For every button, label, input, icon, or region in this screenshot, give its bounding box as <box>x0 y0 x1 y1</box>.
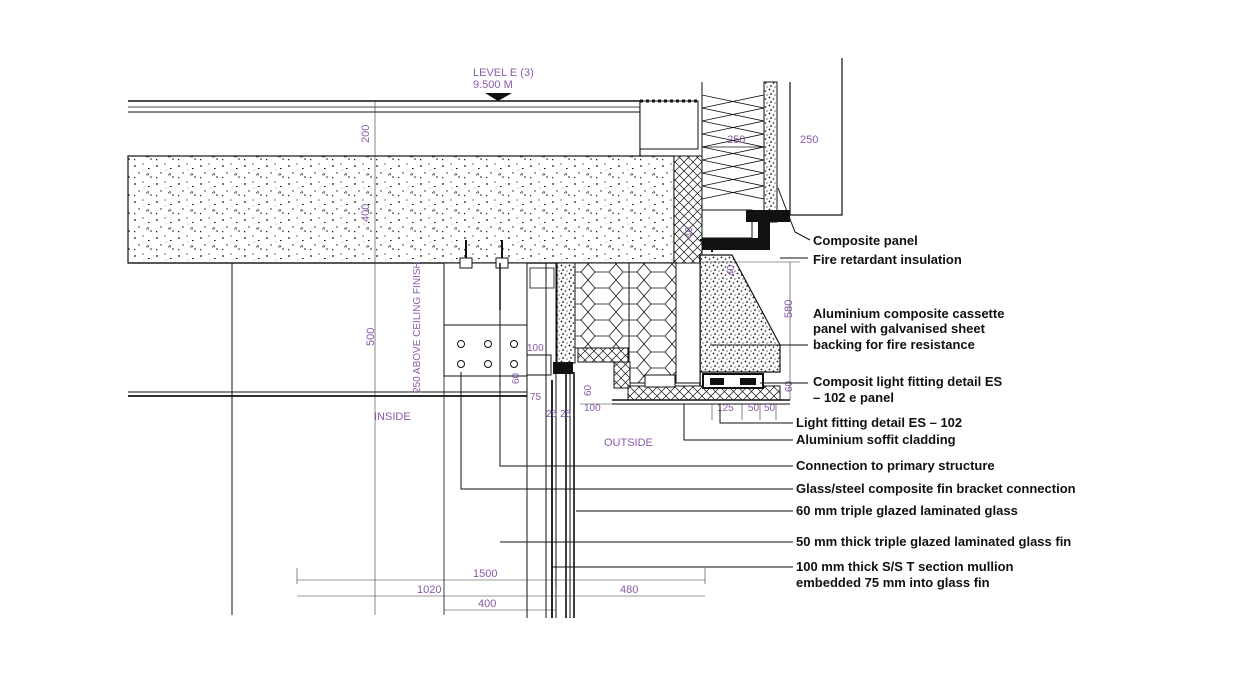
cassette-panel <box>699 254 781 373</box>
dim-ceiling-note: 250 ABOVE CEILING FINISH <box>412 261 423 393</box>
slab-edge-insulation <box>673 155 703 264</box>
callout-cassette-line1: Aluminium composite cassette <box>813 306 1004 321</box>
callout-fire-retardant-insulation: Fire retardant insulation <box>813 252 962 267</box>
dim-100-mid: 100 <box>584 403 601 414</box>
concrete-slab <box>127 155 675 264</box>
callout-composit-light-line2: – 102 e panel <box>813 390 894 405</box>
callout-mullion-line2: embedded 75 mm into glass fin <box>796 575 990 590</box>
composite-panel-bracket <box>700 209 790 252</box>
callouts: Composite panel Fire retardant insulatio… <box>796 233 1076 590</box>
soffit-insulation-strip <box>577 347 629 363</box>
dimensions: 200 400 500 250 ABOVE CEILING FINISH 100… <box>360 125 818 420</box>
dim-400-bottom: 400 <box>478 598 496 610</box>
callout-triple-glazed-glass: 60 mm triple glazed laminated glass <box>796 503 1018 518</box>
callout-soffit-cladding: Aluminium soffit cladding <box>796 432 956 447</box>
callout-cassette-line2: panel with galvanised sheet <box>813 321 986 336</box>
dim-50b: 50 <box>764 403 776 414</box>
dim-250-a: 250 <box>727 134 745 146</box>
callout-mullion-line1: 100 mm thick S/S T section mullion <box>796 559 1014 574</box>
zone-outside: OUTSIDE <box>604 437 653 449</box>
upper-panel-frame <box>776 58 843 216</box>
hex-insulation-right <box>628 262 677 384</box>
callout-composit-light-line1: Composit light fitting detail ES <box>813 374 1003 389</box>
bottom-dimension-strings: 1500 1020 480 400 <box>296 568 706 611</box>
dim-250-b: 250 <box>800 134 818 146</box>
level-name: LEVEL E (3) <box>473 67 534 79</box>
level-marker: LEVEL E (3) 9.500 M <box>473 67 534 101</box>
ceiling-line <box>128 391 527 397</box>
level-elevation: 9.500 M <box>473 79 513 91</box>
callout-light-fitting: Light fitting detail ES – 102 <box>796 415 962 430</box>
dim-25b: 25 <box>560 409 572 420</box>
dim-50a: 50 <box>748 403 760 414</box>
soffit-insulation-side <box>613 361 631 389</box>
dim-75: 75 <box>530 392 542 403</box>
callout-glass-fin: 50 mm thick triple glazed laminated glas… <box>796 534 1071 549</box>
dim-slab-400: 400 <box>360 204 372 222</box>
callout-cassette-line3: backing for fire resistance <box>813 337 975 352</box>
dim-40: 40 <box>726 264 737 276</box>
callout-fin-bracket: Glass/steel composite fin bracket connec… <box>796 481 1076 496</box>
dim-580: 580 <box>783 300 795 318</box>
dim-480: 480 <box>620 584 638 596</box>
dim-ceiling-500: 500 <box>365 328 377 346</box>
dim-small-a: 40 <box>684 226 695 238</box>
callout-primary-structure: Connection to primary structure <box>796 458 995 473</box>
dim-slab-200: 200 <box>360 125 372 143</box>
dim-1500: 1500 <box>473 568 497 580</box>
upper-panel-speckle <box>763 81 778 223</box>
dim-60-mid: 60 <box>583 384 594 396</box>
dim-100: 100 <box>527 343 544 354</box>
hex-insulation-lower <box>675 262 701 384</box>
leader-lines <box>460 187 811 568</box>
gutter-grille <box>639 99 699 150</box>
steel-bracket <box>443 240 555 377</box>
inner-vertical-panel <box>556 262 576 364</box>
zone-inside: INSIDE <box>374 411 411 423</box>
upper-wall-insulation <box>701 82 765 210</box>
level-triangle-icon <box>485 93 512 101</box>
slab-screed <box>128 100 641 156</box>
dim-125: 125 <box>717 403 734 414</box>
callout-composite-panel: Composite panel <box>813 233 918 248</box>
hex-insulation-left <box>574 262 630 349</box>
dim-60-left: 60 <box>511 372 522 384</box>
light-fitting <box>612 373 790 405</box>
glass-and-mullion <box>526 263 575 618</box>
dim-small-b: 60 <box>784 380 795 392</box>
dim-25: 25 <box>546 409 558 420</box>
dim-1020: 1020 <box>417 584 441 596</box>
